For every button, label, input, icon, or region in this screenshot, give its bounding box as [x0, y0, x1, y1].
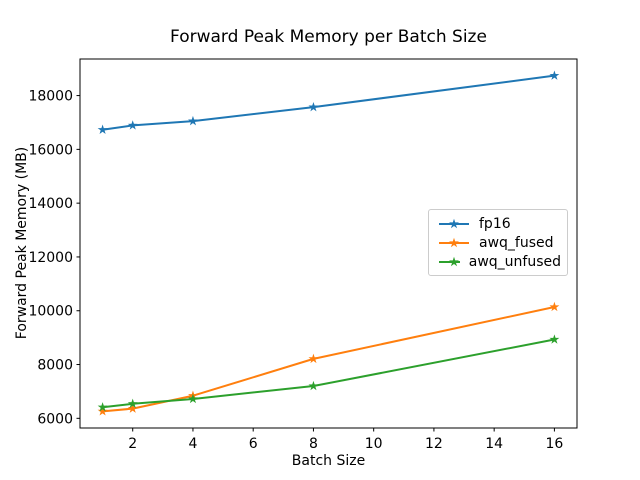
x-axis-label: Batch Size — [291, 453, 366, 469]
y-tick-label: 8000 — [37, 358, 73, 374]
legend-label: awq_unfused — [468, 253, 561, 270]
y-tick-label: 18000 — [28, 89, 73, 105]
data-point-star-awq_unfused — [127, 398, 138, 408]
y-tick-label: 16000 — [28, 142, 73, 158]
legend-line-star-sample — [439, 218, 469, 228]
x-tick-label: 2 — [128, 436, 137, 452]
x-tick-label: 8 — [309, 436, 318, 452]
series-line-fp16 — [102, 74, 555, 131]
legend-label: awq_fused — [479, 234, 554, 251]
data-point-star-fp16 — [97, 124, 108, 134]
legend-item-fp16: fp16 — [438, 214, 561, 233]
y-tick-label: 10000 — [28, 304, 73, 320]
axes-spines — [79, 58, 578, 429]
x-tick-label: 12 — [425, 436, 443, 452]
y-tick-label: 6000 — [37, 411, 73, 427]
data-point-star-awq_unfused — [97, 402, 108, 412]
y-tick-label: 12000 — [28, 250, 73, 266]
data-point-star-fp16 — [127, 120, 138, 130]
data-point-star-awq_fused — [127, 403, 138, 413]
data-point-star-awq_fused — [308, 353, 319, 364]
legend-label: fp16 — [479, 215, 511, 232]
x-tick-label: 10 — [365, 436, 383, 452]
legend-item-awq_fused: awq_fused — [438, 233, 561, 252]
legend: fp16 awq_fused awq_unfused — [428, 209, 568, 276]
data-point-star-awq_fused — [97, 406, 108, 416]
series-line-awq_fused — [102, 305, 555, 413]
data-point-star-awq_unfused — [188, 393, 198, 404]
data-point-star-fp16 — [188, 115, 198, 126]
legend-line-star-sample — [439, 237, 469, 247]
x-tick-label: 4 — [188, 436, 197, 452]
data-point-star-fp16 — [308, 101, 319, 112]
chart-title: Forward Peak Memory per Batch Size — [170, 27, 487, 47]
x-tick-label: 14 — [485, 436, 503, 452]
x-tick-label: 6 — [249, 436, 258, 452]
legend-item-awq_unfused: awq_unfused — [438, 252, 561, 271]
data-point-star-awq_unfused — [308, 380, 319, 391]
data-point-star-awq_unfused — [549, 334, 560, 344]
data-point-star-awq_fused — [549, 301, 560, 312]
legend-line-star-sample — [439, 256, 460, 266]
data-point-star-fp16 — [549, 70, 560, 80]
series-line-awq_unfused — [102, 338, 555, 409]
x-tick-label: 16 — [545, 436, 563, 452]
y-tick-label: 14000 — [28, 196, 73, 212]
